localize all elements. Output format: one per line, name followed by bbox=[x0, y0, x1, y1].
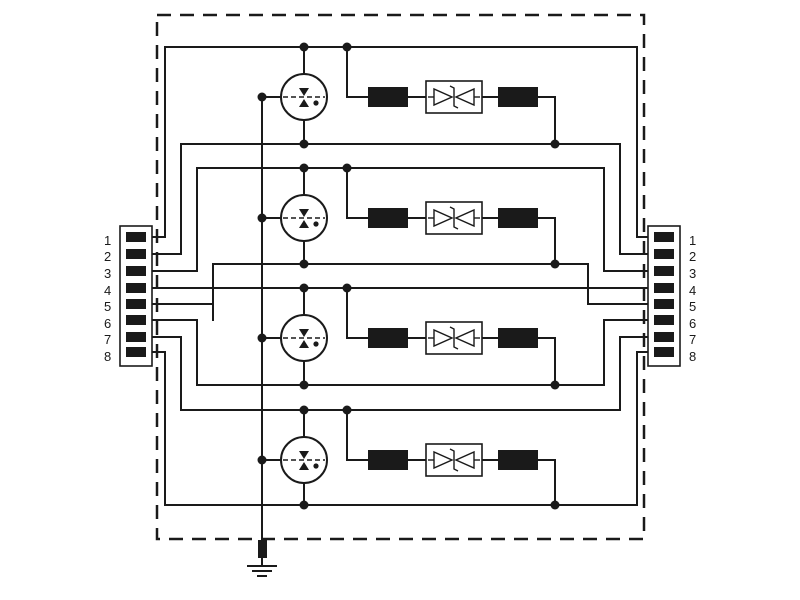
junction-dot bbox=[257, 333, 267, 343]
junction-dot bbox=[257, 213, 267, 223]
connector-pin bbox=[654, 332, 674, 342]
tvs-diode-icon bbox=[425, 443, 483, 477]
inductor-icon bbox=[498, 87, 538, 107]
wiring bbox=[151, 46, 649, 541]
protection-stage bbox=[257, 42, 560, 149]
stage-wire bbox=[346, 47, 368, 98]
left-pin-label: 5 bbox=[104, 299, 111, 314]
stage-wire bbox=[346, 288, 368, 339]
connector-pin bbox=[126, 347, 146, 357]
connector-pin bbox=[654, 283, 674, 293]
connector-pin bbox=[654, 347, 674, 357]
right-pin-label: 4 bbox=[689, 283, 696, 298]
protection-stage bbox=[257, 163, 560, 269]
junction-dot bbox=[342, 405, 352, 415]
ground-icon bbox=[247, 540, 277, 577]
junction-dot bbox=[550, 259, 560, 269]
left-pin-label: 7 bbox=[104, 332, 111, 347]
right-pin-label: 7 bbox=[689, 332, 696, 347]
connector-left bbox=[119, 225, 153, 367]
left-pin-label: 2 bbox=[104, 249, 111, 264]
junction-dot bbox=[550, 380, 560, 390]
junction-dot bbox=[550, 500, 560, 510]
junction-dot bbox=[299, 42, 309, 52]
gas-discharge-tube-icon bbox=[280, 194, 328, 242]
junction-dot bbox=[342, 42, 352, 52]
junction-dot bbox=[299, 500, 309, 510]
right-pin-label: 6 bbox=[689, 316, 696, 331]
inductor-icon bbox=[368, 208, 408, 228]
left-pin-labels: 1 2 3 4 5 6 7 8 bbox=[104, 233, 111, 364]
inductor-icon bbox=[368, 450, 408, 470]
junction-dot bbox=[342, 163, 352, 173]
junction-dot bbox=[299, 380, 309, 390]
connector-pin bbox=[654, 232, 674, 242]
connector-pin bbox=[126, 266, 146, 276]
right-pin-label: 8 bbox=[689, 349, 696, 364]
connector-pin bbox=[126, 232, 146, 242]
connector-pin bbox=[126, 299, 146, 309]
connector-pin bbox=[126, 249, 146, 259]
left-pin-label: 6 bbox=[104, 316, 111, 331]
connector-pin bbox=[654, 299, 674, 309]
left-pin-label: 8 bbox=[104, 349, 111, 364]
right-pin-labels: 1 2 3 4 5 6 7 8 bbox=[689, 233, 696, 364]
right-pin-label: 2 bbox=[689, 249, 696, 264]
connector-pin bbox=[654, 249, 674, 259]
stage-wire bbox=[538, 96, 556, 144]
left-pin-label: 1 bbox=[104, 233, 111, 248]
inductor-icon bbox=[368, 328, 408, 348]
junction-dot bbox=[299, 259, 309, 269]
connector-pin bbox=[654, 266, 674, 276]
gas-discharge-tube-icon bbox=[280, 314, 328, 362]
junction-dot bbox=[342, 283, 352, 293]
tvs-diode-icon bbox=[425, 80, 483, 114]
junction-dot bbox=[550, 139, 560, 149]
right-pin-label: 1 bbox=[689, 233, 696, 248]
connector-pin bbox=[126, 332, 146, 342]
connector-right bbox=[647, 225, 681, 367]
junction-dot bbox=[257, 455, 267, 465]
inductor-icon bbox=[498, 328, 538, 348]
stage-wire bbox=[538, 217, 556, 264]
stage-wire bbox=[346, 168, 368, 219]
enclosure-boundary bbox=[155, 13, 646, 541]
left-pin-label: 3 bbox=[104, 266, 111, 281]
tvs-diode-icon bbox=[425, 201, 483, 235]
inductor-icon bbox=[498, 450, 538, 470]
junction-dot bbox=[299, 283, 309, 293]
connector-pin bbox=[126, 315, 146, 325]
gas-discharge-tube-icon bbox=[280, 73, 328, 121]
stage-wire bbox=[538, 337, 556, 385]
inductor-icon bbox=[498, 208, 538, 228]
connector-pin bbox=[126, 283, 146, 293]
gas-discharge-tube-icon bbox=[280, 436, 328, 484]
junction-dot bbox=[299, 139, 309, 149]
protection-stage bbox=[257, 283, 560, 390]
protection-stages bbox=[257, 42, 560, 510]
tvs-diode-icon bbox=[425, 321, 483, 355]
protection-stage bbox=[257, 405, 560, 510]
junction-dot bbox=[257, 92, 267, 102]
right-pin-label: 3 bbox=[689, 266, 696, 281]
stage-wire bbox=[538, 459, 556, 505]
left-pin-label: 4 bbox=[104, 283, 111, 298]
connector-pin bbox=[654, 315, 674, 325]
stage-wire bbox=[346, 410, 368, 461]
inductor-icon bbox=[368, 87, 408, 107]
junction-dot bbox=[299, 405, 309, 415]
right-pin-label: 5 bbox=[689, 299, 696, 314]
junction-dot bbox=[299, 163, 309, 173]
